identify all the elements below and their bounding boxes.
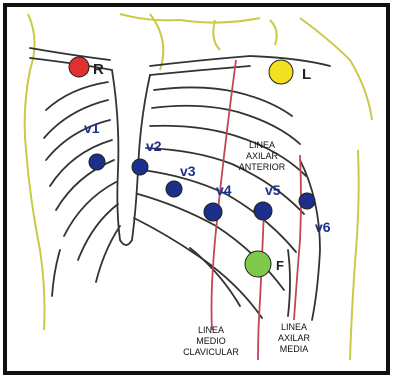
svg-text:LINEA: LINEA bbox=[281, 322, 307, 332]
mid-axillary-caption: LINEA AXILAR MEDIA bbox=[278, 322, 311, 354]
svg-text:LINEA: LINEA bbox=[249, 140, 275, 150]
label-v3: v3 bbox=[180, 163, 196, 179]
anterior-axillary-caption: LINEA AXILAR ANTERIOR bbox=[239, 140, 286, 172]
electrode-v5 bbox=[254, 202, 272, 220]
electrode-l bbox=[269, 60, 293, 84]
label-v2: v2 bbox=[146, 138, 162, 154]
svg-text:AXILAR: AXILAR bbox=[278, 333, 311, 343]
svg-text:ANTERIOR: ANTERIOR bbox=[239, 162, 286, 172]
electrode-v1 bbox=[89, 154, 105, 170]
electrode-v4 bbox=[204, 203, 222, 221]
electrode-v3 bbox=[166, 181, 182, 197]
label-r: R bbox=[93, 61, 104, 78]
svg-text:MEDIA: MEDIA bbox=[280, 344, 309, 354]
svg-text:MEDIO: MEDIO bbox=[196, 336, 226, 346]
label-v4: v4 bbox=[216, 182, 232, 198]
label-l: L bbox=[302, 66, 311, 83]
electrode-v2 bbox=[132, 159, 148, 175]
label-v6: v6 bbox=[315, 219, 331, 235]
electrode-f bbox=[245, 251, 271, 277]
mid-clavicular-caption: LINEA MEDIO CLAVICULAR bbox=[183, 325, 239, 357]
electrode-v6 bbox=[299, 193, 315, 209]
svg-text:CLAVICULAR: CLAVICULAR bbox=[183, 347, 239, 357]
electrode-r bbox=[69, 57, 89, 77]
label-v5: v5 bbox=[265, 182, 281, 198]
label-f: F bbox=[276, 258, 284, 273]
label-v1: v1 bbox=[84, 120, 100, 136]
svg-text:LINEA: LINEA bbox=[198, 325, 224, 335]
anterior-axillary-line bbox=[294, 155, 301, 320]
svg-text:AXILAR: AXILAR bbox=[246, 151, 279, 161]
mid-axillary-line bbox=[258, 210, 264, 360]
